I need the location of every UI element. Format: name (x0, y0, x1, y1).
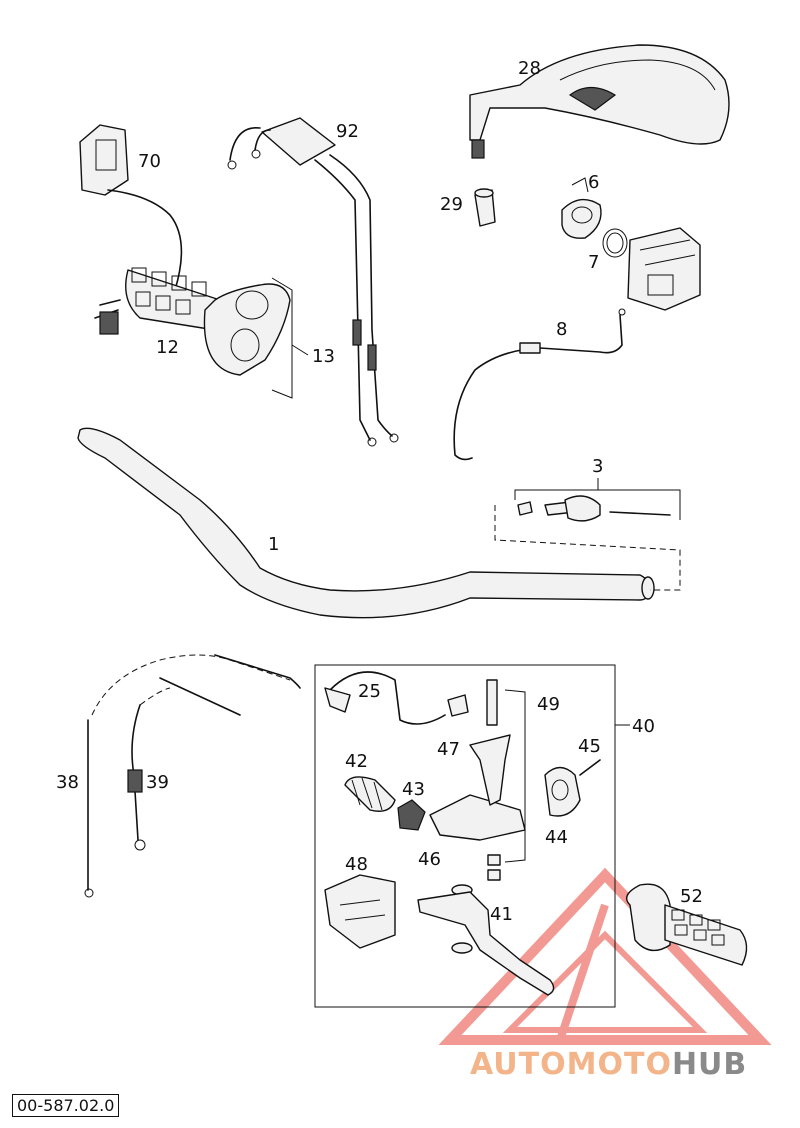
callout-44: 44 (545, 827, 568, 848)
part-25-switch-cable (324, 671, 469, 725)
switch-housing (627, 227, 701, 311)
callout-1: 1 (268, 534, 279, 555)
watermark-auto: AUTO (470, 1047, 567, 1082)
callout-92: 92 (336, 121, 359, 142)
part-48-cover (324, 874, 396, 949)
part-44-clamp (544, 766, 581, 817)
part-38-cable (84, 654, 291, 898)
callout-46: 46 (418, 849, 441, 870)
callout-70: 70 (138, 151, 161, 172)
part-49-bolt (486, 679, 526, 881)
callout-38: 38 (56, 772, 79, 793)
callout-3: 3 (592, 456, 603, 477)
watermark-moto: MOTO (566, 1047, 672, 1082)
callout-52: 52 (680, 886, 703, 907)
part-7-ring (602, 228, 628, 258)
part-3-bar-end-kit (494, 478, 681, 591)
callout-25: 25 (358, 681, 381, 702)
part-12-throttle-grip (94, 267, 291, 376)
callout-labels: 1 3 6 7 8 12 13 25 28 29 38 39 40 41 42 … (56, 58, 703, 925)
part-13-bracket (271, 277, 309, 399)
part-42-adjuster (344, 776, 396, 812)
part-47-arm (469, 734, 511, 806)
callout-41: 41 (490, 904, 513, 925)
part-40-clutch-assembly-box (314, 664, 630, 1008)
part-6-clamp (561, 177, 602, 239)
callout-48: 48 (345, 854, 368, 875)
callout-42: 42 (345, 751, 368, 772)
drawing-code-label: 00-587.02.0 (12, 1094, 120, 1117)
part-29-adapter (474, 188, 496, 227)
part-1-handlebar (77, 427, 655, 619)
part-43-star-nut (397, 799, 426, 831)
part-28-mirror (469, 44, 730, 159)
callout-28: 28 (518, 58, 541, 79)
callout-13: 13 (312, 346, 335, 367)
callout-43: 43 (402, 779, 425, 800)
part-52-grip (626, 883, 748, 966)
callout-47: 47 (437, 739, 460, 760)
watermark-brand-text: AUTOMOTOHUB (470, 1047, 747, 1082)
callout-7: 7 (588, 252, 599, 273)
watermark-logo-icon (438, 867, 772, 1045)
callout-12: 12 (156, 337, 179, 358)
part-46-bracket (429, 794, 526, 841)
callout-39: 39 (146, 772, 169, 793)
watermark-hub: HUB (671, 1047, 748, 1082)
callout-49: 49 (537, 694, 560, 715)
callout-29: 29 (440, 194, 463, 215)
part-92-throttle-cables (227, 117, 399, 447)
callout-6: 6 (588, 172, 599, 193)
callout-45: 45 (578, 736, 601, 757)
part-45-screw (579, 759, 601, 776)
part-39-cable (127, 654, 301, 851)
part-70-switch (79, 124, 183, 291)
callout-8: 8 (556, 319, 567, 340)
part-41-clutch-lever (417, 884, 555, 996)
callout-40: 40 (632, 716, 655, 737)
part-8-cable (453, 308, 626, 461)
